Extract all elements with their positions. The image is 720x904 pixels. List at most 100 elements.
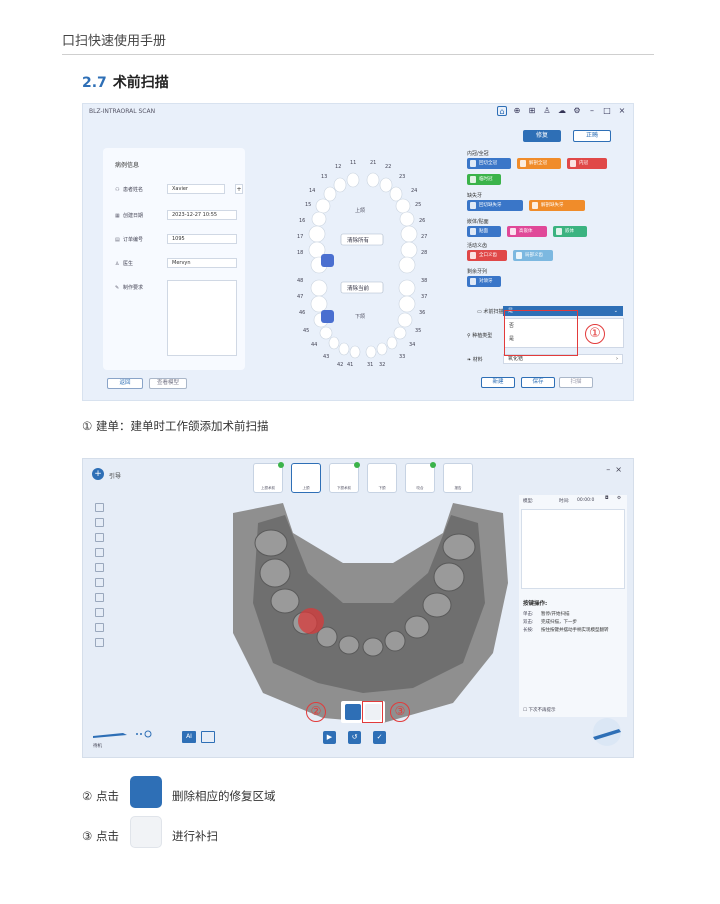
- camera-icon[interactable]: ◘: [605, 496, 609, 501]
- doctor-label: ♙医生: [115, 261, 134, 267]
- delete-restoration-icon: [130, 776, 162, 808]
- confirm-button[interactable]: ✓: [373, 731, 386, 744]
- chevron-right-icon: ›: [616, 356, 618, 362]
- pre-scan-label: ▭ 术前扫描: [477, 309, 504, 315]
- tool-icon[interactable]: [95, 533, 104, 542]
- new-button[interactable]: 新建: [481, 377, 515, 388]
- caption-1: ① 建单：建单时工作颌添加术前扫描: [82, 419, 269, 433]
- title-bar: BLZ-INTRAORAL SCAN ⌂ ⊕ ⊞ ♙ ☁ ⚙ – □ ×: [83, 104, 633, 120]
- tab-upper-prescan[interactable]: 上颌术前: [253, 462, 284, 493]
- tooth-16: 16: [299, 218, 305, 224]
- material-select[interactable]: 氧化锆›: [503, 354, 623, 364]
- key-operation-guide: 按键操作: 单击:暂停/开始扫描 双击:完成扫描，下一步 长按:按住按键并摆动手…: [523, 601, 609, 633]
- tooth-24: 24: [411, 188, 417, 194]
- cloud-icon[interactable]: ☁: [558, 106, 566, 115]
- cutback-missing-button[interactable]: 回切缺失牙: [467, 200, 523, 211]
- tool-icon[interactable]: [95, 593, 104, 602]
- window-controls[interactable]: –×: [606, 465, 627, 474]
- ai-button[interactable]: AI: [182, 731, 196, 743]
- box-icon[interactable]: ⊞: [528, 106, 536, 115]
- tooth-42: 42: [337, 362, 343, 368]
- create-date-field[interactable]: 2023-12-27 10:55: [167, 210, 237, 220]
- tooth-41: 41: [347, 362, 353, 368]
- close-icon[interactable]: ×: [618, 106, 626, 115]
- clear-current-button: [340, 281, 384, 294]
- preview-window: [521, 509, 625, 589]
- person-icon: ⚇: [115, 187, 120, 193]
- home-icon[interactable]: ⌂: [497, 106, 507, 116]
- onlay-button[interactable]: 高嵌体: [507, 226, 547, 237]
- tool-icon[interactable]: [95, 608, 104, 617]
- requirement-textarea[interactable]: [167, 280, 237, 356]
- settings-icon[interactable]: ⚙: [573, 106, 581, 115]
- cutback-crown-button[interactable]: 回切全冠: [467, 158, 511, 169]
- scan-button[interactable]: 扫描: [559, 377, 593, 388]
- tab-lower-prescan[interactable]: 下颌术前: [329, 462, 360, 493]
- tool-icon[interactable]: [95, 578, 104, 587]
- veneer-group-label: 嵌体/贴面: [467, 219, 489, 225]
- coping-button[interactable]: 内冠: [567, 158, 607, 169]
- tool-sidebar: [95, 503, 105, 653]
- anatomic-missing-button[interactable]: 解剖缺失牙: [529, 200, 585, 211]
- add-patient-button[interactable]: +: [235, 184, 243, 194]
- dropdown-option-no[interactable]: 否: [509, 323, 515, 329]
- inlay-button[interactable]: 嵌体: [553, 226, 587, 237]
- tooth-14: 14: [309, 188, 315, 194]
- rescan-button[interactable]: [365, 704, 381, 720]
- chevron-down-icon: ⌄: [613, 308, 618, 314]
- maximize-icon[interactable]: □: [603, 106, 611, 115]
- tooth-32: 32: [379, 362, 385, 368]
- pre-scan-select[interactable]: 是⌄: [503, 306, 623, 316]
- tab-bite[interactable]: 咬合: [405, 462, 436, 493]
- tooth-21: 21: [370, 160, 376, 166]
- user-icon[interactable]: ♙: [543, 106, 551, 115]
- veneer-button[interactable]: 贴面: [467, 226, 501, 237]
- implant-icon: ⚲: [467, 333, 473, 339]
- ai-scan-button[interactable]: [201, 731, 215, 743]
- tooth-icon[interactable]: [95, 518, 104, 527]
- tool-icon[interactable]: [95, 548, 104, 557]
- add-icon[interactable]: ⊕: [513, 106, 521, 115]
- full-denture-button[interactable]: 全口义齿: [467, 250, 507, 261]
- tool-icon[interactable]: [95, 623, 104, 632]
- undo-button[interactable]: ↺: [348, 731, 361, 744]
- requirement-label: ✎制作要求: [115, 285, 144, 291]
- selected-tooth-lower: [321, 310, 334, 323]
- tooth-28: 28: [421, 250, 427, 256]
- minimize-icon[interactable]: –: [590, 106, 594, 115]
- tab-lower[interactable]: 下颌: [367, 463, 397, 493]
- tool-icon[interactable]: [95, 563, 104, 572]
- tab-ortho[interactable]: 正畸: [573, 130, 611, 142]
- tool-icon[interactable]: [95, 503, 104, 512]
- no-prompt-checkbox[interactable]: ☐ 下次不再提示: [523, 708, 556, 713]
- patient-name-field[interactable]: Xavier: [167, 184, 225, 194]
- temp-crown-button[interactable]: 临时冠: [467, 174, 501, 185]
- partial-denture-button[interactable]: 局部义齿: [513, 250, 553, 261]
- play-button[interactable]: ▶: [323, 731, 336, 744]
- antagonist-button[interactable]: 对颌牙: [467, 276, 501, 287]
- save-button[interactable]: 保存: [521, 377, 555, 388]
- tab-repair[interactable]: 修复: [523, 130, 561, 142]
- guide-plus-icon[interactable]: +: [92, 468, 104, 480]
- settings-icon[interactable]: ⚙: [617, 496, 622, 501]
- tab-upper[interactable]: 上颌: [291, 463, 321, 493]
- doctor-field[interactable]: Mervyn: [167, 258, 237, 268]
- restoration-area: [298, 608, 324, 634]
- delete-restoration-button[interactable]: [345, 704, 361, 720]
- tab-report[interactable]: 报告: [443, 463, 473, 493]
- tool-icon[interactable]: [95, 638, 104, 647]
- tooth-47: 47: [297, 294, 303, 300]
- back-button[interactable]: 返回: [107, 378, 143, 389]
- dropdown-option-yes[interactable]: 是: [509, 336, 515, 342]
- order-number-field[interactable]: 1095: [167, 234, 237, 244]
- marker-1: ①: [585, 324, 605, 344]
- info-side-panel: 模型: 时间: 00:00:0 ◘ ⚙ 按键操作: 单击:暂停/开始扫描 双击:…: [519, 495, 627, 717]
- anatomic-crown-button[interactable]: 解剖全冠: [517, 158, 561, 169]
- guide-label[interactable]: 引导: [109, 473, 122, 480]
- selected-tooth-upper: [321, 254, 334, 267]
- highlight-box: [362, 701, 383, 723]
- view-model-button[interactable]: 查看模型: [149, 378, 187, 389]
- tooth-18: 18: [297, 250, 303, 256]
- jaw-3d-model[interactable]: [223, 493, 513, 733]
